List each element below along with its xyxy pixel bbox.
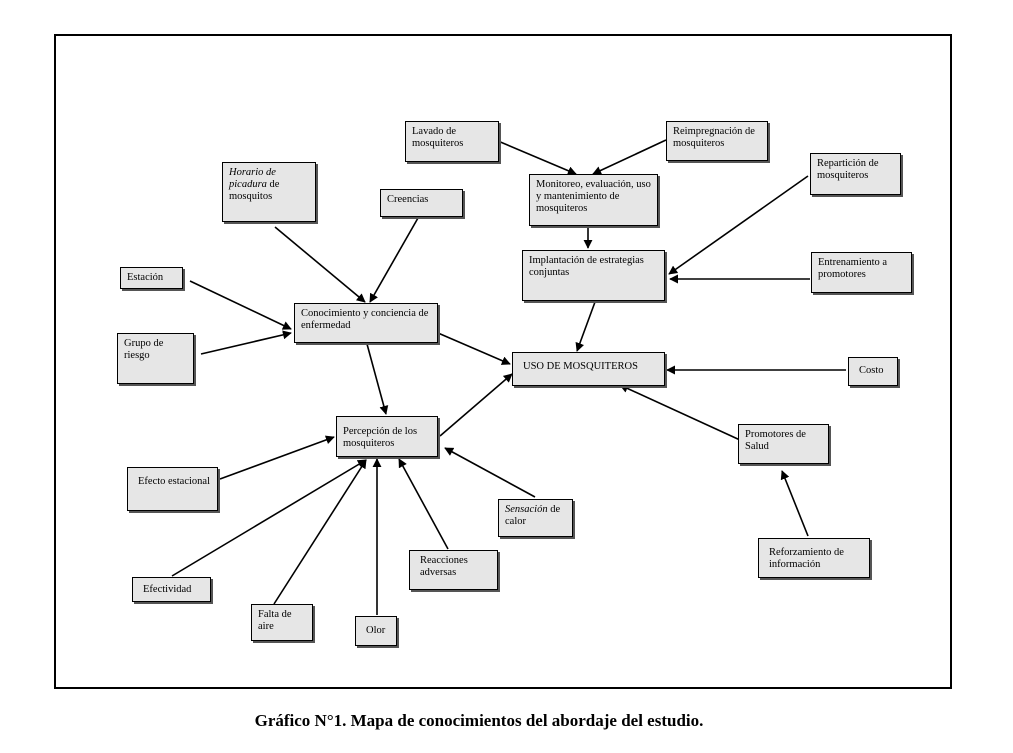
node-horario-italic-text: Horario de picadura: [229, 167, 276, 190]
node-promotores-de-salud: Promotores de Salud: [738, 424, 829, 464]
node-creencias: Creencias: [380, 189, 463, 217]
node-reacciones-adversas: Reacciones adversas: [409, 550, 498, 590]
node-sensacion-italic-text: Sensación: [505, 504, 548, 515]
node-olor: Olor: [355, 616, 397, 646]
node-percepcion-de-los-mosquiteros: Percepción de los mosquiteros: [336, 416, 438, 457]
node-efectividad: Efectividad: [132, 577, 211, 602]
node-horario-de-picadura: Horario de picadura de mosquitos: [222, 162, 316, 222]
node-monitoreo-evaluacion: Monitoreo, evaluación, uso y mantenimien…: [529, 174, 658, 226]
diagram-frame: [54, 34, 952, 689]
node-grupo-de-riesgo: Grupo de riesgo: [117, 333, 194, 384]
node-lavado-de-mosquiteros: Lavado de mosquiteros: [405, 121, 499, 162]
node-reparticion-de-mosquiteros: Repartición de mosquiteros: [810, 153, 901, 195]
node-falta-de-aire: Falta de aire: [251, 604, 313, 641]
node-reforzamiento-de-informacion: Reforzamiento de información: [758, 538, 870, 578]
node-costo: Costo: [848, 357, 898, 386]
node-sensacion-rest-text: de calor: [505, 504, 561, 527]
node-conocimiento-y-conciencia: Conocimiento y conciencia de enfermedad: [294, 303, 438, 343]
figure-caption: Gráfico N°1. Mapa de conocimientos del a…: [254, 711, 704, 730]
node-uso-de-mosquiteros: USO DE MOSQUITEROS: [512, 352, 665, 386]
node-horario-rest-text: de mosquitos: [229, 179, 280, 202]
node-sensacion-de-calor: Sensación de calor: [498, 499, 573, 537]
node-reimpregnacion-de-mosquiteros: Reimpregnación de mosquiteros: [666, 121, 768, 161]
node-efecto-estacional: Efecto estacional: [127, 467, 218, 511]
node-implantacion-estrategias: Implantación de estrategias conjuntas: [522, 250, 665, 301]
node-entrenamiento-a-promotores: Entrenamiento a promotores: [811, 252, 912, 293]
node-estacion: Estación: [120, 267, 183, 289]
